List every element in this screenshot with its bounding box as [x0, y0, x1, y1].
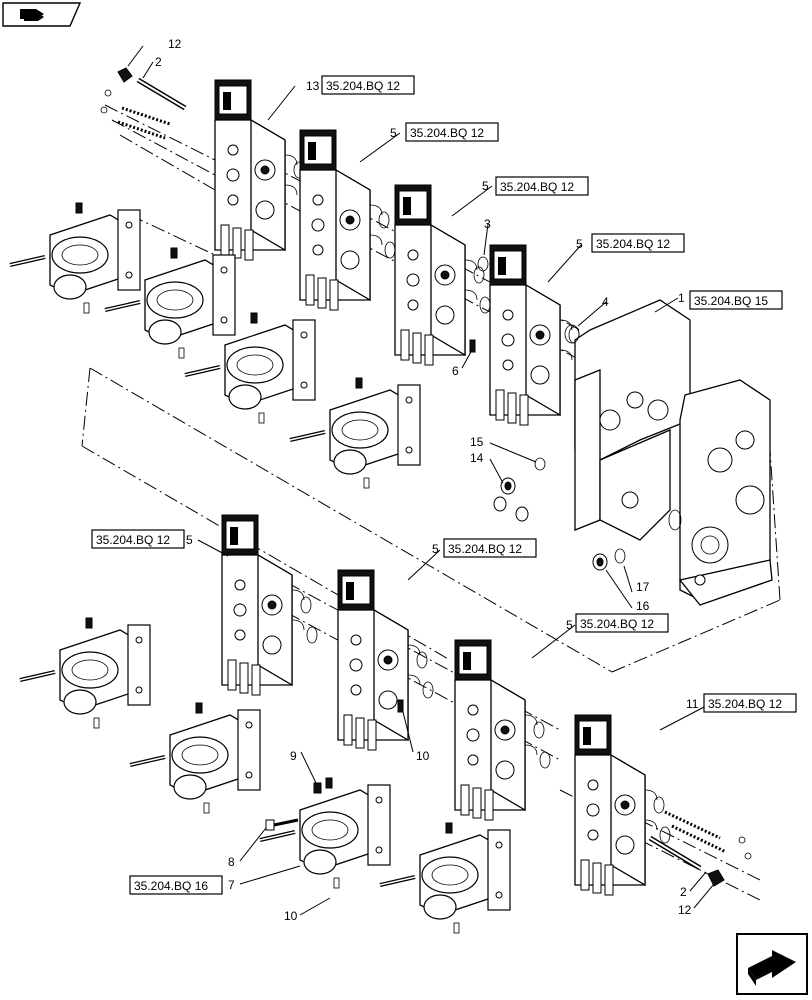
inlet-cover-1: [574, 299, 773, 606]
ref-text-1: 35.204.BQ 15: [694, 294, 768, 308]
callout-12-bottom: 12: [678, 903, 692, 917]
callout-17: 17: [636, 580, 650, 594]
callout-2-top: 2: [155, 55, 162, 69]
ref-link-5d[interactable]: 35.204.BQ 12: [91, 529, 185, 549]
actuator-7: [258, 776, 392, 890]
actuator-5: [18, 616, 152, 730]
ref-text-5a: 35.204.BQ 12: [410, 126, 484, 140]
callout-13: 13: [306, 79, 320, 93]
book-arrow-icon[interactable]: [2, 2, 82, 27]
leader-lines: [127, 45, 715, 916]
reference-boxes: 35.204.BQ 12 35.204.BQ 12 35.204.BQ 12 3…: [91, 75, 797, 895]
ref-link-5e[interactable]: 35.204.BQ 12: [443, 538, 537, 558]
callout-10-mid: 10: [416, 749, 430, 763]
plug-14b: [493, 496, 529, 522]
valve-section-5d: [221, 514, 318, 696]
callout-2-bottom: 2: [680, 885, 687, 899]
tie-rod-top: [100, 67, 187, 140]
plug-14: [500, 477, 516, 495]
callout-16: 16: [636, 599, 650, 613]
ref-text-5c: 35.204.BQ 12: [596, 237, 670, 251]
ref-text-5e: 35.204.BQ 12: [448, 542, 522, 556]
valve-section-5f: [454, 639, 551, 821]
callout-5e: 5: [432, 542, 439, 556]
actuator-6: [128, 701, 262, 815]
callout-10-bottom: 10: [284, 909, 298, 923]
callout-5b: 5: [482, 179, 489, 193]
callout-5f: 5: [566, 618, 573, 632]
ref-text-13: 35.204.BQ 12: [326, 79, 400, 93]
next-page-arrow-icon[interactable]: [736, 933, 808, 995]
valve-section-11: [574, 714, 671, 896]
callout-5d: 5: [186, 533, 193, 547]
callout-1: 1: [678, 291, 685, 305]
ref-link-5b[interactable]: 35.204.BQ 12: [495, 176, 589, 196]
ref-link-11[interactable]: 35.204.BQ 12: [703, 693, 797, 713]
callout-15: 15: [470, 435, 484, 449]
actuator-3: [183, 311, 317, 425]
seal-17: [614, 548, 626, 564]
callout-8: 8: [228, 855, 235, 869]
callout-14: 14: [470, 451, 484, 465]
ref-text-5f: 35.204.BQ 12: [580, 617, 654, 631]
ref-link-13[interactable]: 35.204.BQ 12: [321, 75, 415, 95]
ref-link-5f[interactable]: 35.204.BQ 12: [575, 613, 669, 633]
actuator-1: [8, 201, 142, 315]
ref-text-11: 35.204.BQ 12: [708, 697, 782, 711]
valve-section-13: [214, 79, 311, 261]
ref-link-5c[interactable]: 35.204.BQ 12: [591, 233, 685, 253]
callout-11: 11: [686, 697, 699, 711]
plug-10: [397, 699, 404, 713]
callout-4: 4: [602, 295, 609, 309]
ref-text-5b: 35.204.BQ 12: [500, 180, 574, 194]
callout-5c: 5: [576, 237, 583, 251]
ref-text-7: 35.204.BQ 16: [134, 879, 208, 893]
callout-9: 9: [290, 749, 297, 763]
ref-link-7[interactable]: 35.204.BQ 16: [129, 875, 223, 895]
seal-4: [564, 324, 580, 344]
valve-section-5e: [337, 569, 434, 751]
tie-rod-bottom: [648, 810, 752, 887]
callout-3: 3: [484, 217, 491, 231]
callout-12-top: 12: [168, 37, 182, 51]
ref-link-1[interactable]: 35.204.BQ 15: [689, 290, 783, 310]
valve-section-5c: [489, 244, 586, 426]
bolt-8: [265, 818, 299, 831]
plug-6: [469, 339, 476, 353]
valve-section-5a: [299, 129, 396, 311]
valve-section-5b: [394, 184, 491, 366]
ref-text-5d: 35.204.BQ 12: [96, 533, 170, 547]
callout-6: 6: [452, 364, 459, 378]
actuator-8: [378, 821, 512, 935]
callout-numbers: 12 2 13 5 5 3 5 4 1 6 15 14 17 16 5 5 5 …: [155, 37, 699, 923]
seal-3: [477, 256, 489, 272]
screw-9: [313, 782, 322, 794]
ref-link-5a[interactable]: 35.204.BQ 12: [405, 122, 499, 142]
plug-16: [592, 553, 608, 571]
callout-5a: 5: [390, 126, 397, 140]
seal-15: [534, 457, 546, 471]
callout-7: 7: [228, 878, 235, 892]
